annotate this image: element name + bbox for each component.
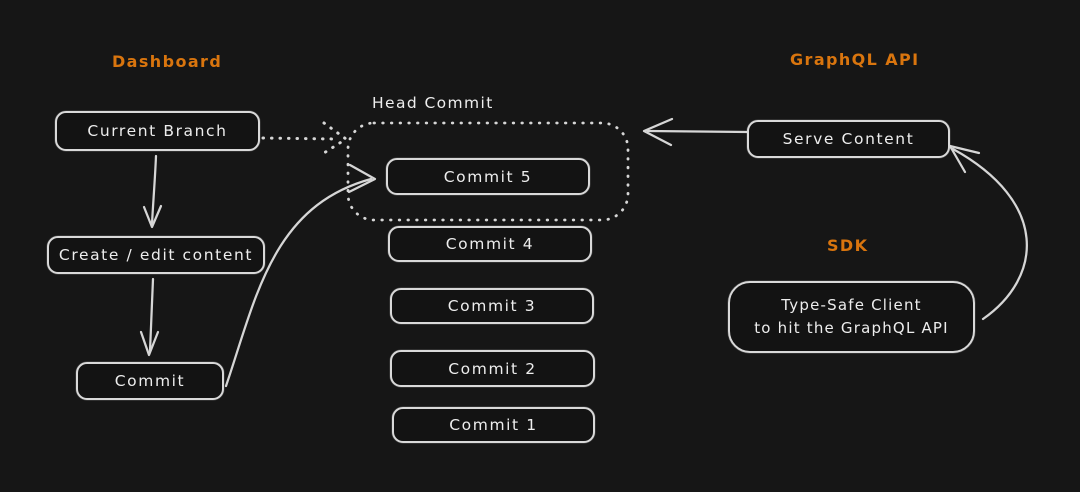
head-commit-group-outline (346, 121, 630, 222)
create-edit-content-node: Create / edit content (47, 236, 265, 274)
arrow-current-branch-to-create-edit (142, 154, 163, 229)
sdk-section-label: SDK (827, 236, 869, 255)
serve-content-node: Serve Content (747, 120, 950, 158)
arrow-serve-content-to-head-commit (642, 117, 750, 147)
commit-5-node: Commit 5 (386, 158, 590, 195)
type-safe-client-line1: Type-Safe Client (781, 295, 922, 314)
commit-4-node: Commit 4 (388, 226, 592, 262)
commit-3-node: Commit 3 (390, 288, 594, 324)
current-branch-node: Current Branch (55, 111, 260, 151)
type-safe-client-line2: to hit the GraphQL API (754, 319, 949, 337)
arrow-commit-to-commit-5 (224, 163, 377, 388)
graphql-api-section-label: GraphQL API (790, 50, 920, 69)
head-commit-label: Head Commit (372, 94, 494, 112)
commit-2-node: Commit 2 (390, 350, 595, 387)
arrow-sdk-to-serve-content (948, 144, 1028, 321)
dashboard-section-label: Dashboard (112, 52, 223, 71)
arrow-current-branch-to-head-commit (261, 121, 348, 155)
type-safe-client-node: Type-Safe Client to hit the GraphQL API (728, 281, 975, 353)
commit-1-node: Commit 1 (392, 407, 595, 443)
commit-node: Commit (76, 362, 224, 400)
arrow-create-edit-to-commit (139, 277, 160, 357)
